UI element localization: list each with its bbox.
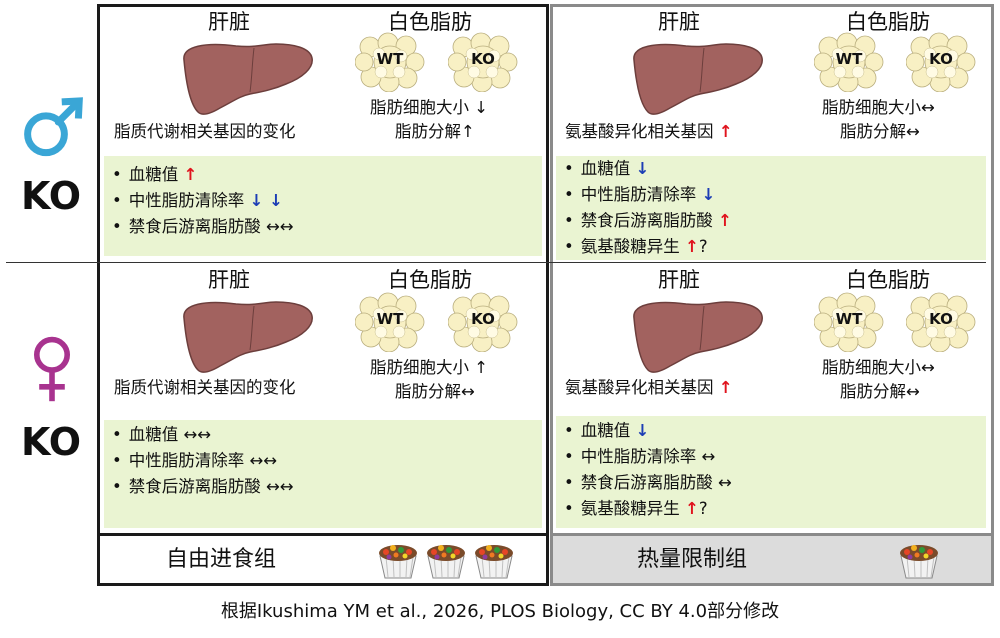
result-item: 氨基酸糖异生 ↑? [564, 234, 732, 260]
food-cup-icon [424, 540, 468, 580]
liver-header: 肝脏 [658, 268, 700, 292]
liver-header: 肝脏 [208, 268, 250, 292]
fat-size-label: 脂肪细胞大小 ↑ [370, 358, 489, 377]
fat-wt-label: WT [376, 50, 404, 68]
result-item: 禁食后游离脂肪酸 ↑ [564, 208, 732, 234]
result-item: 禁食后游离脂肪酸 ↔↔ [112, 474, 294, 500]
result-item: 中性脂肪清除率 ↔↔ [112, 448, 294, 474]
row-divider [6, 262, 986, 263]
liver-header: 肝脏 [658, 10, 700, 34]
result-list: 血糖值 ↓ 中性脂肪清除率 ↓ 禁食后游离脂肪酸 ↑ 氨基酸糖异生 ↑? [564, 156, 732, 260]
result-list: 血糖值 ↔↔ 中性脂肪清除率 ↔↔ 禁食后游离脂肪酸 ↔↔ [112, 422, 294, 500]
female-free-results-panel: 血糖值 ↔↔ 中性脂肪清除率 ↔↔ 禁食后游离脂肪酸 ↔↔ [104, 420, 542, 528]
liver-change-label: 氨基酸异化相关基因 ↑ [565, 378, 733, 397]
fat-size-label: 脂肪细胞大小↔ [822, 98, 935, 117]
result-item: 中性脂肪清除率 ↔ [564, 444, 732, 470]
free-feeding-column [97, 4, 549, 536]
female-ko-label: KO [20, 420, 82, 464]
female-cr-results-panel: 血糖值 ↓ 中性脂肪清除率 ↔ 禁食后游离脂肪酸 ↔ 氨基酸糖异生 ↑? [556, 416, 986, 528]
liver-icon [176, 38, 316, 118]
result-item: 氨基酸糖异生 ↑? [564, 496, 732, 522]
male-row-label: KO [6, 60, 96, 240]
female-symbol-icon [34, 336, 70, 402]
female-row-label: KO [6, 330, 96, 470]
free-feeding-label: 自由进食组 [166, 547, 277, 572]
result-item: 禁食后游离脂肪酸 ↔ [564, 470, 732, 496]
calorie-restriction-column [550, 4, 994, 536]
liver-icon [626, 38, 766, 118]
result-list: 血糖值 ↓ 中性脂肪清除率 ↔ 禁食后游离脂肪酸 ↔ 氨基酸糖异生 ↑? [564, 418, 732, 522]
fat-wt-label: WT [835, 50, 863, 68]
calorie-restriction-label-box: 热量限制组 [550, 536, 994, 586]
liver-icon [176, 296, 316, 376]
fat-ko-label: KO [471, 310, 495, 328]
result-item: 血糖值 ↑ [112, 162, 294, 188]
result-item: 血糖值 ↓ [564, 156, 732, 182]
fat-ko-label: KO [471, 50, 495, 68]
calorie-restriction-label: 热量限制组 [637, 547, 748, 572]
fat-ko-label: KO [929, 50, 953, 68]
lipolysis-label: 脂肪分解↔ [840, 382, 920, 401]
fat-size-label: 脂肪细胞大小 ↓ [370, 98, 489, 117]
liver-header: 肝脏 [208, 10, 250, 34]
lipolysis-label: 脂肪分解↔ [840, 122, 920, 141]
male-cr-results-panel: 血糖值 ↓ 中性脂肪清除率 ↓ 禁食后游离脂肪酸 ↑ 氨基酸糖异生 ↑? [556, 156, 986, 260]
result-item: 血糖值 ↔↔ [112, 422, 294, 448]
food-cup-icon [472, 540, 516, 580]
lipolysis-label: 脂肪分解↑ [395, 122, 475, 141]
citation: 根据Ikushima YM et al., 2026, PLOS Biology… [220, 601, 780, 622]
liver-change-label: 脂质代谢相关基因的变化 [114, 122, 296, 141]
food-cup-icon [897, 540, 941, 580]
result-item: 中性脂肪清除率 ↓ [564, 182, 732, 208]
white-fat-header: 白色脂肪 [388, 268, 472, 292]
food-cup-icon [376, 540, 420, 580]
result-item: 禁食后游离脂肪酸 ↔↔ [112, 214, 294, 240]
male-free-results-panel: 血糖值 ↑ 中性脂肪清除率 ↓ ↓ 禁食后游离脂肪酸 ↔↔ [104, 156, 542, 256]
fat-size-label: 脂肪细胞大小↔ [822, 358, 935, 377]
liver-change-label: 脂质代谢相关基因的变化 [114, 378, 296, 397]
fat-wt-label: WT [376, 310, 404, 328]
white-fat-header: 白色脂肪 [388, 10, 472, 34]
liver-icon [626, 296, 766, 376]
free-feeding-label-box: 自由进食组 [97, 536, 549, 586]
result-list: 血糖值 ↑ 中性脂肪清除率 ↓ ↓ 禁食后游离脂肪酸 ↔↔ [112, 162, 294, 240]
result-item: 血糖值 ↓ [564, 418, 732, 444]
fat-wt-label: WT [835, 310, 863, 328]
result-item: 中性脂肪清除率 ↓ ↓ [112, 188, 294, 214]
fat-ko-label: KO [929, 310, 953, 328]
liver-change-label: 氨基酸异化相关基因 ↑ [565, 122, 733, 141]
lipolysis-label: 脂肪分解↔ [395, 382, 475, 401]
white-fat-header: 白色脂肪 [846, 10, 930, 34]
white-fat-header: 白色脂肪 [846, 268, 930, 292]
male-symbol-icon [24, 97, 83, 157]
male-ko-label: KO [20, 174, 82, 218]
